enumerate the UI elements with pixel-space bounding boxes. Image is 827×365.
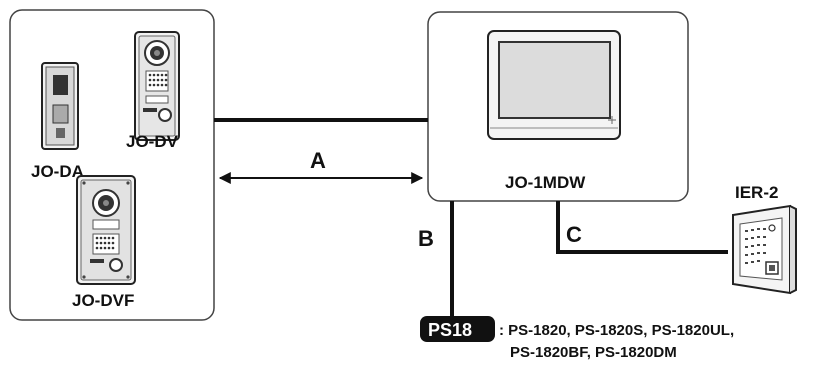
jo-dv-label: JO-DV	[126, 132, 179, 151]
power-supply-models-line1: : PS-1820, PS-1820S, PS-1820UL,	[499, 322, 734, 339]
ier-2-device-icon	[732, 204, 797, 295]
wire-b-label: B	[418, 226, 434, 251]
jo-da-label: JO-DA	[31, 162, 84, 181]
wire-c-label: C	[566, 222, 582, 247]
jo-dvf-device-icon	[76, 175, 136, 285]
ps18-badge	[420, 316, 495, 342]
jo-1mdw-monitor-icon	[487, 30, 621, 140]
ps18-badge-text: PS18	[428, 320, 472, 340]
wire-a-label: A	[310, 148, 326, 173]
jo-da-device-icon	[41, 62, 79, 150]
jo-dvf-label: JO-DVF	[72, 291, 134, 310]
jo-dv-device-icon	[134, 31, 180, 141]
ier-2-label: IER-2	[735, 183, 778, 202]
jo-1mdw-label: JO-1MDW	[505, 173, 586, 192]
wire-c-to-ier2	[556, 201, 728, 254]
power-supply-models-line2: PS-1820BF, PS-1820DM	[510, 344, 677, 361]
